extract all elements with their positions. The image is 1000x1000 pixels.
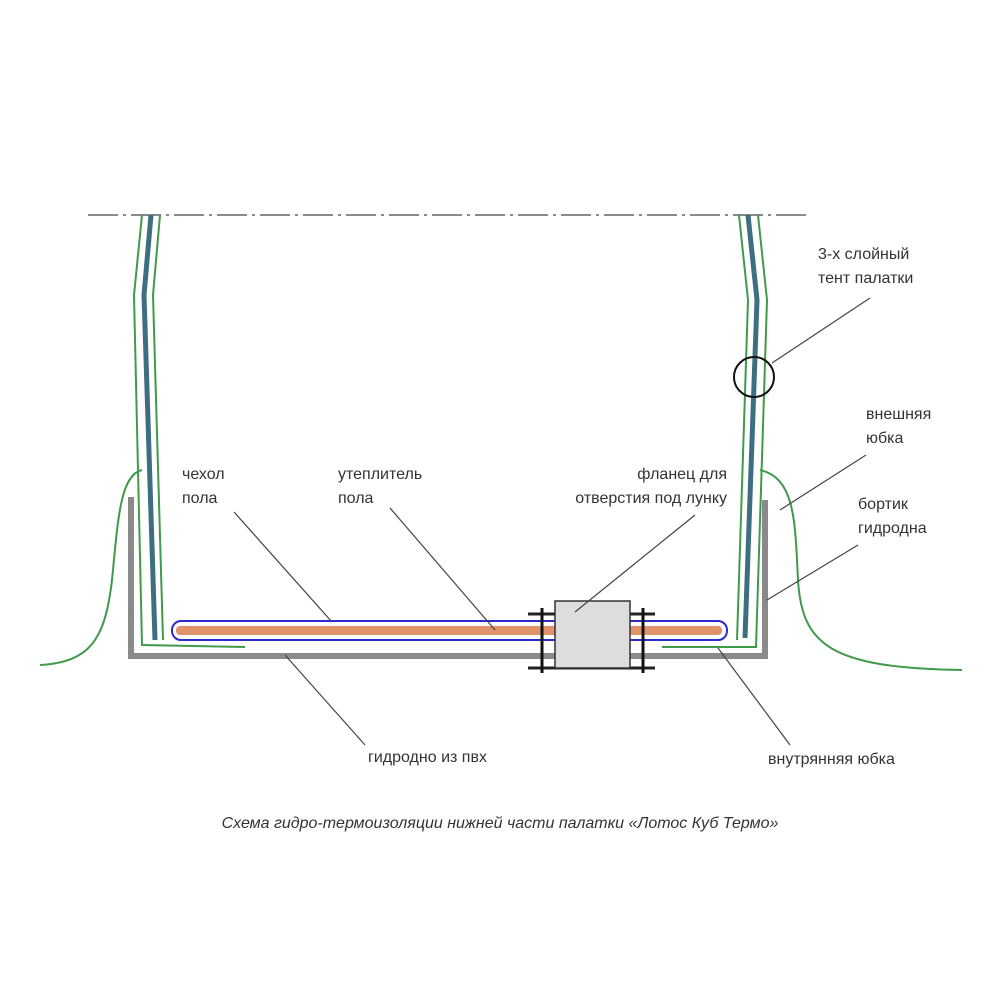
label-line: тент палатки	[818, 270, 914, 287]
label-bottom: гидродно из пвх	[368, 749, 487, 766]
right-tent-wall	[662, 214, 769, 648]
caption: Схема гидро-термоизоляции нижней части п…	[221, 815, 779, 832]
label-line: внешняя	[866, 406, 932, 423]
label-flange: фланец для отверстия под лунку	[575, 463, 727, 511]
hydro-bottom	[128, 497, 768, 659]
label-line: фланец для	[637, 466, 727, 483]
flange	[528, 600, 655, 673]
label-insulation: утеплитель пола	[338, 463, 422, 511]
label-line: 3-х слойный	[818, 246, 910, 263]
label-line: гидродна	[858, 520, 927, 537]
label-outer-skirt: внешняя юбка	[866, 403, 931, 451]
label-side: бортик гидродна	[858, 493, 927, 541]
label-tent: 3-х слойный тент палатки	[818, 243, 913, 291]
detail-circle	[733, 356, 775, 398]
label-line: юбка	[866, 430, 904, 447]
outer-skirt-right	[759, 469, 963, 671]
label-line: пола	[182, 490, 218, 507]
leader-lines	[233, 297, 871, 746]
label-line: пола	[338, 490, 374, 507]
left-tent-wall	[132, 214, 246, 648]
outer-skirt-left	[39, 469, 143, 666]
floor-insulation	[176, 626, 722, 635]
label-line: чехол	[182, 466, 225, 483]
label-line: бортик	[858, 496, 908, 513]
label-floor-cover: чехол пола	[182, 463, 225, 511]
label-line: утеплитель	[338, 466, 423, 483]
label-inner-skirt: внутрянняя юбка	[768, 751, 895, 768]
label-line: отверстия под лунку	[575, 490, 727, 507]
